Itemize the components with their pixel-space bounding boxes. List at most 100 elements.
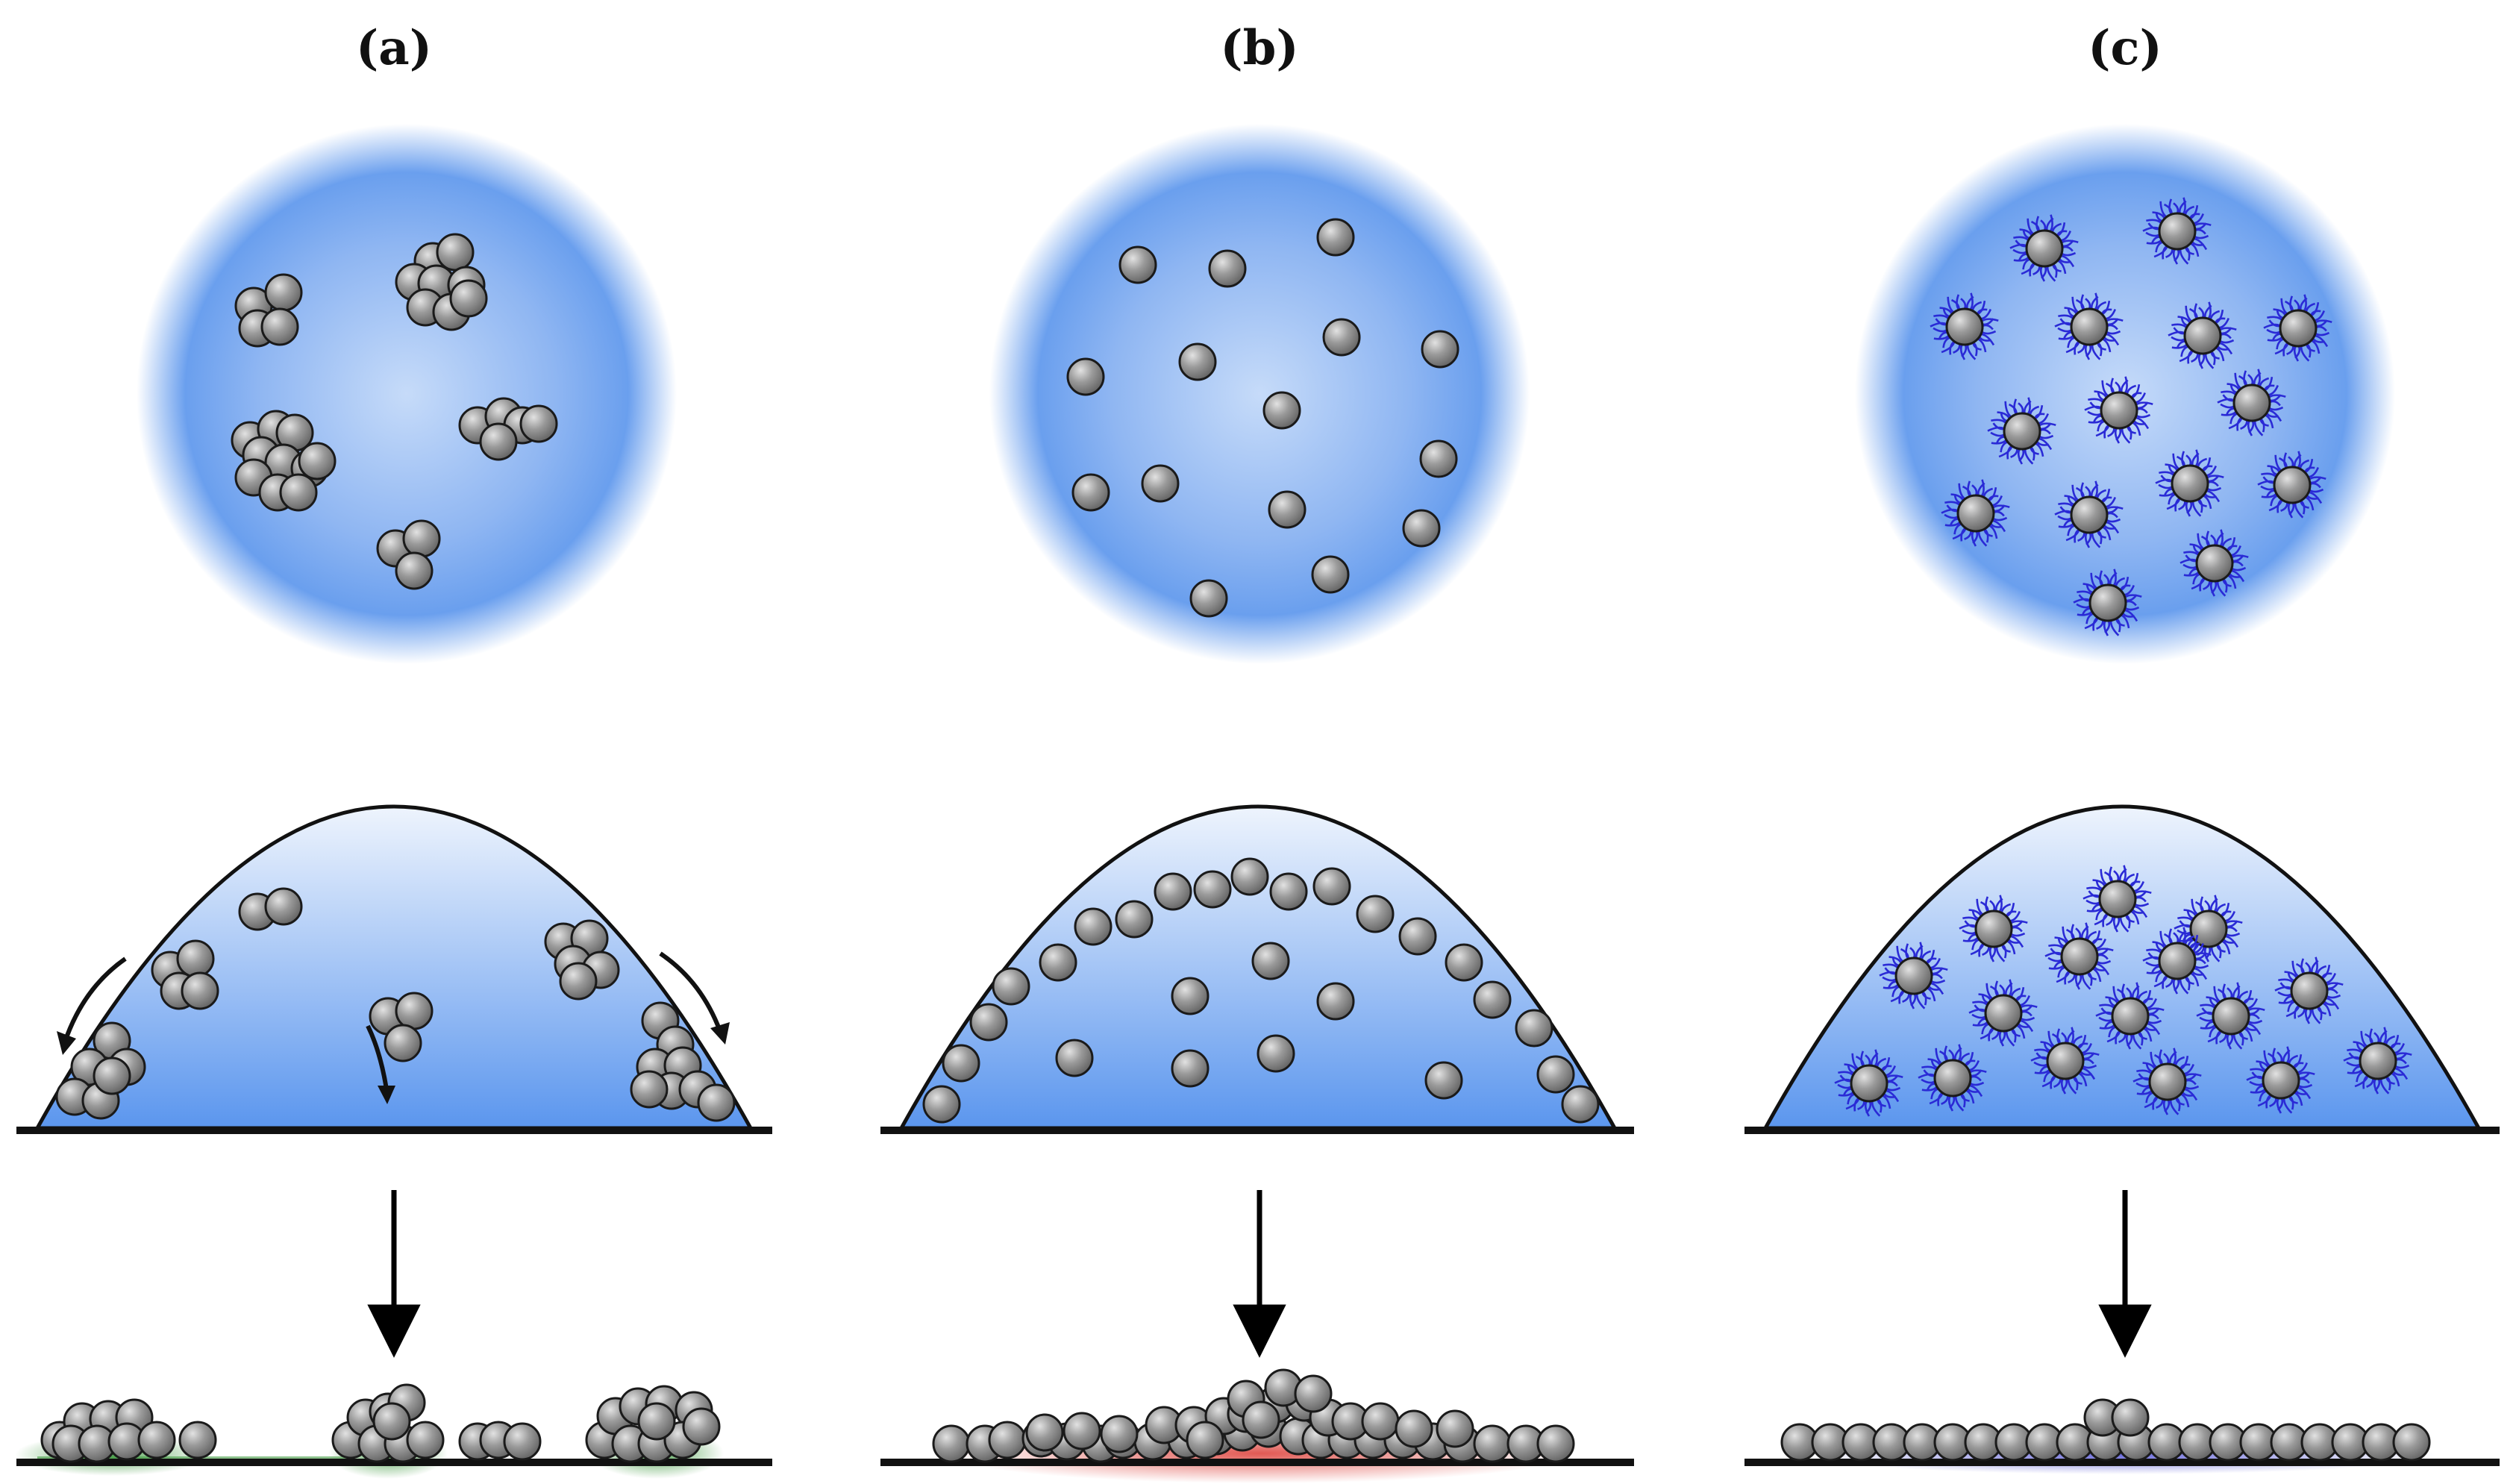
particle-b-sphere [1322, 318, 1361, 357]
particle-a-sphere [298, 442, 337, 480]
particle-c-droplet [1834, 1049, 1903, 1117]
particle-c-sphere [2054, 292, 2124, 360]
particle-b-sphere [1421, 330, 1459, 369]
particle-b-residue [988, 1421, 1027, 1459]
particle-b-residue [1025, 1413, 1064, 1452]
particle-b-residue [1361, 1402, 1400, 1441]
flow-arrows-a [57, 951, 730, 1104]
particle-a-sphere [264, 273, 303, 312]
particle-b-residue [1436, 1409, 1474, 1448]
particle-b-droplet [1171, 1049, 1210, 1088]
particle-b-droplet [969, 1003, 1008, 1042]
particle-c-sphere [2084, 376, 2153, 444]
particle-a-sphere [395, 551, 434, 590]
particle-b-droplet [1154, 872, 1192, 911]
particle-b-sphere [1316, 218, 1355, 257]
particle-a-droplet [630, 1070, 669, 1109]
particle-a-droplet [384, 1024, 422, 1062]
particle-c-droplet [2132, 1048, 2202, 1115]
particle-c-droplet [2030, 1027, 2100, 1095]
particle-c-droplet [1918, 1044, 1987, 1112]
particle-a-droplet [559, 962, 598, 1001]
particle-a-residue [372, 1402, 411, 1441]
particle-b-droplet [1424, 1061, 1463, 1100]
particle-a-droplet [264, 887, 303, 926]
particle-c-sphere [2054, 480, 2124, 548]
particle-b-droplet [1115, 900, 1154, 939]
particle-c-droplet [2246, 1046, 2315, 1114]
particle-a-sphere [449, 279, 488, 318]
particle-b-sphere [1118, 245, 1157, 284]
particle-c-sphere [2263, 294, 2332, 362]
particle-c-droplet [2082, 865, 2152, 933]
particle-a-droplet [93, 1056, 131, 1095]
particle-a-residue [682, 1407, 721, 1446]
particle-b-residue [1473, 1424, 1512, 1463]
particle-b-sphere [1178, 342, 1217, 381]
particle-a-droplet [176, 939, 215, 978]
particle-b-residue [1242, 1400, 1280, 1439]
particle-a-sphere [279, 473, 318, 512]
droplet-c [1762, 804, 2482, 1130]
particle-b-residue [1536, 1424, 1575, 1463]
particle-b-droplet [1473, 980, 1512, 1019]
particle-c-sphere [2073, 569, 2142, 636]
particles-layer [40, 197, 2431, 1463]
particle-b-sphere [1141, 464, 1180, 503]
particle-b-droplet [1074, 907, 1113, 946]
particle-b-residue [1395, 1409, 1433, 1448]
particle-c-droplet [1968, 979, 2038, 1047]
particle-c-droplet [2095, 982, 2165, 1050]
particle-a-residue [406, 1421, 445, 1459]
particle-b-droplet [922, 1085, 961, 1124]
particle-c-sphere [1930, 292, 1999, 360]
particle-b-droplet [1251, 942, 1290, 980]
particle-a-residue [137, 1421, 176, 1459]
particle-a-sphere [402, 519, 441, 558]
particle-b-sphere [1268, 490, 1306, 529]
particle-b-droplet [1193, 870, 1232, 909]
particle-c-droplet [1959, 895, 2028, 962]
particle-c-sphere [2155, 449, 2224, 517]
particle-b-droplet [1312, 867, 1351, 906]
particle-c-residue [2392, 1423, 2431, 1462]
particle-a-droplet [395, 992, 434, 1030]
particle-b-residue [1100, 1415, 1139, 1453]
particle-b-residue [932, 1424, 971, 1463]
particle-a-residue [503, 1422, 542, 1461]
particle-b-sphere [1066, 357, 1105, 396]
particle-a-sphere [260, 307, 299, 346]
sphere-a [137, 124, 677, 664]
particle-c-sphere [2217, 369, 2286, 436]
particle-c-droplet [2274, 957, 2344, 1024]
particle-c-residue [2111, 1398, 2150, 1437]
particle-c-droplet [1879, 942, 1948, 1009]
sphere-b [989, 124, 1530, 664]
particle-b-droplet [1316, 982, 1355, 1021]
substrates [16, 1127, 2500, 1466]
particle-b-droplet [942, 1044, 980, 1083]
particle-b-residue [1186, 1421, 1224, 1459]
particle-a-sphere [479, 422, 518, 461]
particle-c-droplet [2142, 927, 2212, 995]
particle-a-residue [637, 1402, 676, 1441]
particle-b-sphere [1402, 509, 1441, 548]
panel-label-c: (c) [2088, 20, 2162, 76]
particle-b-sphere [1311, 555, 1350, 594]
particle-c-sphere [1941, 479, 2010, 547]
particle-c-sphere [2179, 529, 2249, 597]
particle-c-sphere [2009, 214, 2079, 282]
particle-a-sphere [436, 233, 475, 272]
particle-a-droplet [697, 1083, 736, 1122]
particle-b-droplet [1257, 1034, 1295, 1073]
particle-c-sphere [2168, 301, 2237, 369]
particle-b-sphere [1419, 439, 1458, 478]
drying-arrows [367, 1190, 2152, 1358]
particle-c-droplet [2343, 1027, 2412, 1095]
particle-b-droplet [1269, 872, 1308, 911]
particle-b-sphere [1189, 579, 1228, 618]
particle-c-sphere [1987, 397, 2056, 465]
particle-a-residue [178, 1421, 217, 1459]
particle-b-droplet [1445, 943, 1483, 982]
